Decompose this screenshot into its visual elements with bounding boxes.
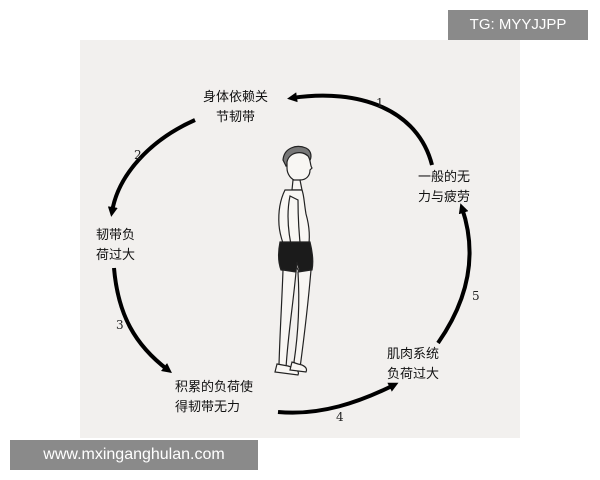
node-bottom: 积累的负荷使 得韧带无力	[175, 378, 253, 418]
arrow-5	[436, 203, 472, 345]
node-right-high: 一般的无 力与疲劳	[418, 168, 470, 208]
node-left-line1: 韧带负	[96, 228, 136, 243]
arrow-1	[287, 92, 434, 166]
standing-man-figure	[274, 145, 314, 376]
node-left: 韧带负 荷过大	[96, 226, 135, 266]
node-top-line1: 身体依赖关	[203, 90, 269, 105]
step-number-3: 3	[116, 318, 124, 332]
node-top-line2: 节韧带	[216, 110, 256, 125]
step-number-2: 2	[134, 148, 142, 162]
node-right-low-line1: 肌肉系统	[387, 347, 440, 362]
arrow-2	[107, 118, 196, 217]
arrow-4	[277, 382, 399, 415]
node-right-low: 肌肉系统 负荷过大	[387, 345, 439, 385]
node-right-high-line1: 一般的无	[418, 170, 471, 185]
node-right-high-line2: 力与疲劳	[418, 190, 471, 205]
watermark-url: www.mxinganghulan.com	[10, 440, 258, 470]
node-bottom-line2: 得韧带无力	[175, 400, 241, 415]
node-bottom-line1: 积累的负荷使	[175, 380, 254, 395]
arrow-3	[112, 267, 172, 374]
node-left-line2: 荷过大	[96, 248, 136, 263]
node-top: 身体依赖关 节韧带	[203, 88, 268, 128]
step-number-1: 1	[376, 96, 384, 110]
step-number-4: 4	[336, 410, 344, 424]
watermark-telegram: TG: MYYJJPP	[448, 10, 588, 40]
step-number-5: 5	[472, 289, 480, 303]
node-right-low-line2: 负荷过大	[387, 367, 440, 382]
